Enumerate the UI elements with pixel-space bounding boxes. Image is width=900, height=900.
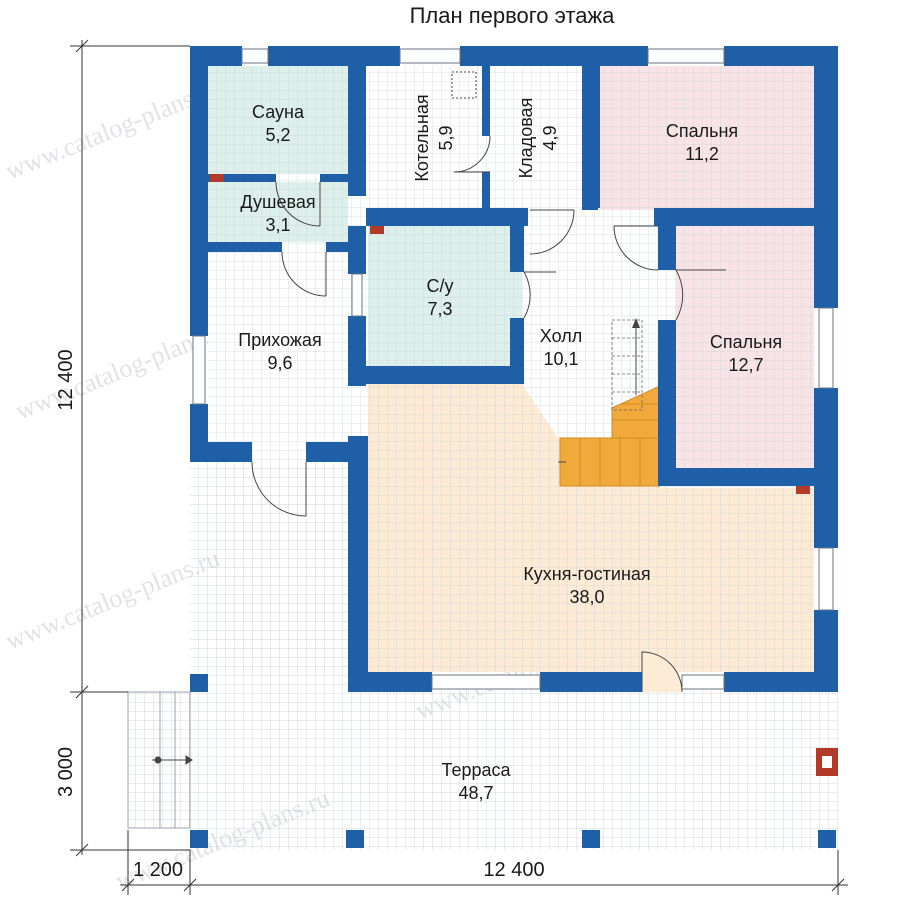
vent-icon (370, 226, 384, 234)
door (251, 461, 307, 517)
room-labels: Сауна 5,2 Душевая 3,1 Котельная 5,9 Клад… (238, 94, 782, 803)
wall (348, 46, 366, 196)
dimension-horizontal-steps: 1 200 (133, 859, 183, 881)
wc-name: С/у (427, 276, 454, 296)
wall (366, 208, 528, 226)
wall (510, 226, 524, 272)
wall (208, 242, 282, 252)
wall (582, 66, 600, 208)
bedroom2-name: Спальня (710, 332, 782, 352)
wall (658, 320, 676, 486)
window (241, 48, 269, 64)
wall (724, 46, 838, 66)
bedroom1-area: 11,2 (685, 144, 719, 164)
door (275, 181, 321, 227)
dimension-lines (70, 39, 848, 895)
wall (482, 66, 490, 136)
wall (658, 468, 814, 486)
window (818, 547, 834, 611)
wall (348, 436, 368, 692)
entry-name: Прихожая (238, 330, 321, 350)
wall (348, 672, 432, 692)
wall (460, 46, 648, 66)
wall (306, 442, 368, 462)
door (281, 251, 327, 297)
wall (348, 226, 366, 274)
dimension-horizontal-main: 12 400 (483, 859, 544, 881)
kitchen-name: Кухня-гостиная (523, 564, 650, 584)
boiler-name: Котельная (412, 94, 432, 181)
wall (208, 174, 276, 182)
wall (366, 366, 524, 384)
pantry-name: Кладовая (516, 98, 536, 179)
wall (814, 46, 838, 308)
window (351, 273, 363, 317)
door (529, 209, 575, 255)
wc-area: 7,3 (427, 299, 452, 319)
window (431, 674, 541, 690)
page-title: План первого этажа (410, 3, 616, 28)
door (523, 271, 531, 319)
window (647, 48, 725, 64)
fixtures (210, 174, 838, 776)
hall-name: Холл (540, 326, 582, 346)
dimension-vertical-terrace: 3 000 (55, 747, 77, 797)
doors (152, 71, 726, 765)
door (641, 651, 683, 693)
door (453, 135, 491, 173)
dimension-labels: 12 400 3 000 1 200 12 400 (55, 349, 545, 881)
window (399, 48, 461, 64)
hall-area: 10,1 (543, 349, 578, 369)
door (613, 225, 659, 271)
door (675, 269, 684, 321)
wall (482, 172, 490, 212)
wall (582, 200, 598, 210)
terrace-area: 48,7 (458, 783, 493, 803)
wall (190, 442, 252, 462)
window (818, 307, 834, 389)
bedroom2-area: 12,7 (728, 355, 763, 375)
windows (192, 48, 834, 690)
terrace-post (818, 830, 836, 848)
kitchen-area: 38,0 (569, 587, 604, 607)
vent-icon (210, 174, 224, 182)
sauna-area: 5,2 (265, 125, 290, 145)
terrace-floor (190, 690, 838, 850)
wall (658, 226, 676, 270)
wall (540, 672, 642, 692)
wall (348, 316, 366, 386)
window (681, 674, 725, 690)
terrace-post (190, 830, 208, 848)
wall (654, 208, 814, 226)
shower-area: 3,1 (265, 215, 290, 235)
entry-area: 9,6 (267, 353, 292, 373)
wall (814, 388, 838, 548)
walls (190, 46, 838, 848)
terrace-post (582, 830, 600, 848)
wall (326, 242, 348, 252)
wall (268, 46, 400, 66)
pantry-area: 4,9 (540, 125, 560, 150)
wall (724, 672, 838, 692)
sauna-name: Сауна (252, 102, 305, 122)
terrace-post (346, 830, 364, 848)
boiler-area: 5,9 (436, 125, 456, 150)
terrace-name: Терраса (441, 760, 511, 780)
vent-icon (796, 486, 810, 494)
bedroom1-name: Спальня (666, 121, 738, 141)
staircase (558, 318, 661, 487)
wall (190, 46, 208, 336)
dimension-vertical-main: 12 400 (55, 349, 77, 410)
terrace-post (190, 674, 208, 692)
shower-name: Душевая (240, 192, 315, 212)
window (192, 335, 206, 405)
wall (320, 174, 348, 182)
